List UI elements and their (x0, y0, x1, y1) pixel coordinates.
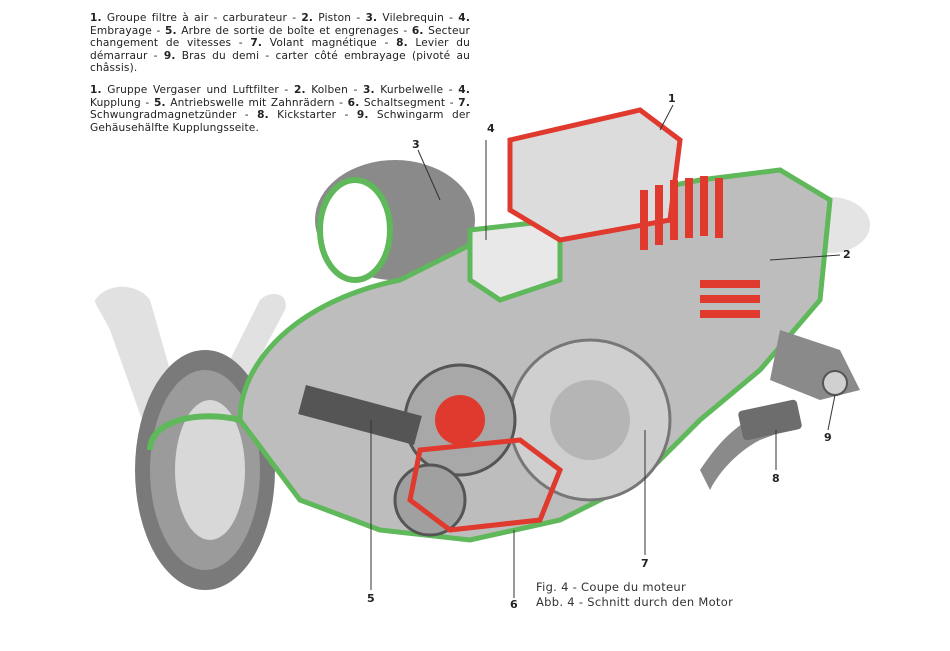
legend-item-text: Schaltsegment - (359, 96, 459, 109)
callout-9: 9 (824, 431, 832, 444)
legend-item-text: Bras du demi - carter côté embrayage (pi… (90, 49, 470, 75)
legend-item-text: Gruppe Vergaser und Luftfilter - (101, 84, 294, 96)
legend-item-text: Piston - (313, 12, 366, 24)
callout-7: 7 (641, 557, 649, 570)
legend-item-number: 9. (356, 109, 369, 122)
legend-item-number: 9. (163, 49, 176, 62)
callout-1: 1 (668, 92, 676, 105)
figure-caption: Fig. 4 - Coupe du moteur Abb. 4 - Schnit… (536, 580, 733, 610)
legend-item-text: Levier du démarraur - (90, 37, 470, 62)
legend-item-text: Embrayage - (90, 24, 166, 37)
legend-item-text: Groupe filtre à air - carburateur - (101, 12, 302, 24)
leader-lines (370, 104, 841, 598)
legend-item-number: 4. (458, 12, 470, 24)
tire-top (315, 160, 475, 283)
cylinder-fins (640, 176, 760, 318)
legend-item-text: Kurbelwelle - (374, 84, 459, 96)
legend-item-number: 1. (90, 12, 102, 24)
callout-6: 6 (510, 598, 518, 611)
legend-item-number: 5. (165, 24, 177, 37)
legend-item-number: 2. (293, 84, 306, 96)
legend-item-number: 8. (257, 109, 269, 122)
legend-item-text: Kickstarter - (268, 109, 357, 122)
legend-item-text: Arbre de sortie de boîte et engrenages - (176, 24, 412, 37)
legend-item-number: 7. (458, 96, 470, 109)
legend-item-text: Secteur changement de vitesses - (90, 24, 470, 50)
legend-item-number: 3. (365, 12, 378, 24)
legend-item-number: 2. (301, 12, 314, 24)
callout-5: 5 (367, 592, 375, 605)
legend-item-text: Volant magnétique - (262, 37, 397, 50)
callout-8: 8 (772, 472, 780, 485)
legend-item-text: Antriebswelle mit Zahnrädern - (165, 96, 348, 109)
legend-item-number: 3. (363, 84, 375, 96)
callout-2: 2 (843, 248, 851, 261)
legend-item-number: 6. (411, 24, 424, 37)
legend-item-number: 5. (153, 96, 166, 109)
legend-item-text: Kupplung - (90, 96, 154, 109)
legend-item-text: Schwingarm der Gehäusehälfte Kupplungsse… (90, 109, 471, 134)
callout-3: 3 (412, 138, 420, 151)
legend-item-number: 1. (90, 84, 102, 96)
legend-item-text: Vilebrequin - (377, 12, 459, 24)
legend-item-text: Schwungradmagnetzünder - (90, 109, 258, 122)
callout-4: 4 (487, 122, 495, 135)
engine-body (147, 107, 860, 543)
legend-item-number: 4. (458, 84, 470, 96)
caption-german: Abb. 4 - Schnitt durch den Motor (536, 595, 734, 609)
legend-item-number: 7. (250, 37, 263, 50)
legend-german: 1. Gruppe Vergaser und Luftfilter - 2. K… (90, 84, 470, 134)
legend-french: 1. Groupe filtre à air - carburateur - 2… (90, 12, 470, 75)
legend-item-number: 8. (396, 37, 408, 50)
caption-french: Fig. 4 - Coupe du moteur (536, 580, 687, 594)
legend-item-number: 6. (347, 96, 360, 109)
legend-item-text: Kolben - (305, 84, 364, 96)
